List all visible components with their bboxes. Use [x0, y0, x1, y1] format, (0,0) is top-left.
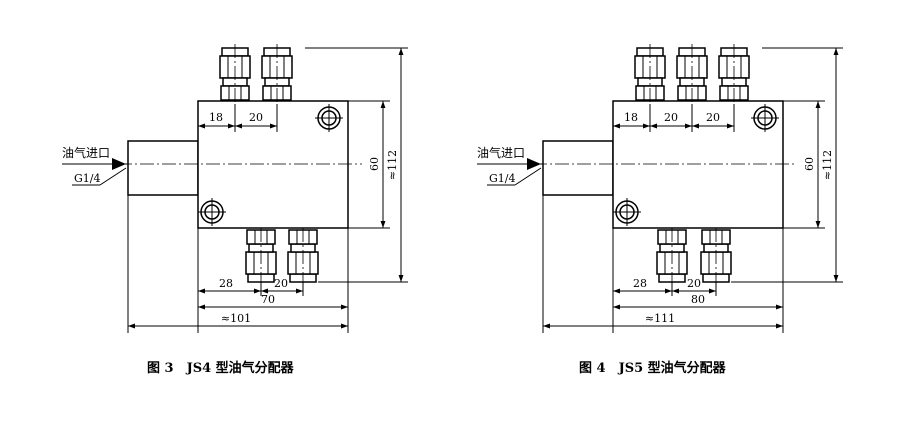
figure-caption: 图 3 JS4 型油气分配器	[147, 360, 295, 376]
dim-width: 70	[261, 293, 275, 306]
bottom-fitting	[656, 225, 688, 287]
top-fitting	[634, 43, 666, 105]
bottom-fitting	[287, 225, 319, 287]
inlet-arrow-icon	[527, 158, 541, 170]
dim-width: 80	[691, 293, 705, 306]
bottom-fitting	[245, 225, 277, 287]
inlet-pipe	[127, 140, 199, 196]
top-fitting	[219, 43, 251, 105]
figure-caption: 图 4 JS5 型油气分配器	[579, 360, 727, 376]
dim-height: 60	[803, 157, 816, 171]
dim-top-b: 20	[664, 111, 678, 124]
dim-top-a: 18	[624, 111, 638, 124]
thread-label: G1/4	[74, 172, 101, 185]
inlet-label: 油气进口	[477, 145, 525, 160]
leader-line	[514, 167, 542, 186]
bottom-fitting	[700, 225, 732, 287]
dim-height-overall: ≈112	[821, 150, 834, 180]
figure-js4: 18 20 28 20 70 ≈101 60 ≈112 油气进口	[62, 43, 408, 376]
dim-bottom-a: 28	[633, 277, 647, 290]
dim-top-a: 18	[209, 111, 223, 124]
inlet-arrow-icon	[112, 158, 126, 170]
leader-line	[99, 167, 127, 186]
top-fitting	[676, 43, 708, 105]
dim-overall: ≈101	[221, 312, 251, 325]
dim-top-c: 20	[706, 111, 720, 124]
inlet-label: 油气进口	[62, 145, 110, 160]
top-fitting	[261, 43, 293, 105]
top-fitting	[718, 43, 750, 105]
thread-label: G1/4	[489, 172, 516, 185]
dim-bottom-b: 20	[687, 277, 701, 290]
dim-height: 60	[368, 157, 381, 171]
dim-height-overall: ≈112	[386, 150, 399, 180]
dim-bottom-b: 20	[274, 277, 288, 290]
dim-top-b: 20	[249, 111, 263, 124]
inlet-pipe	[542, 140, 614, 196]
figure-js5: 18 20 20 28 20 80 ≈111 60 ≈112 油气进口	[477, 43, 843, 376]
dim-bottom-a: 28	[219, 277, 233, 290]
dim-overall: ≈111	[645, 312, 675, 325]
